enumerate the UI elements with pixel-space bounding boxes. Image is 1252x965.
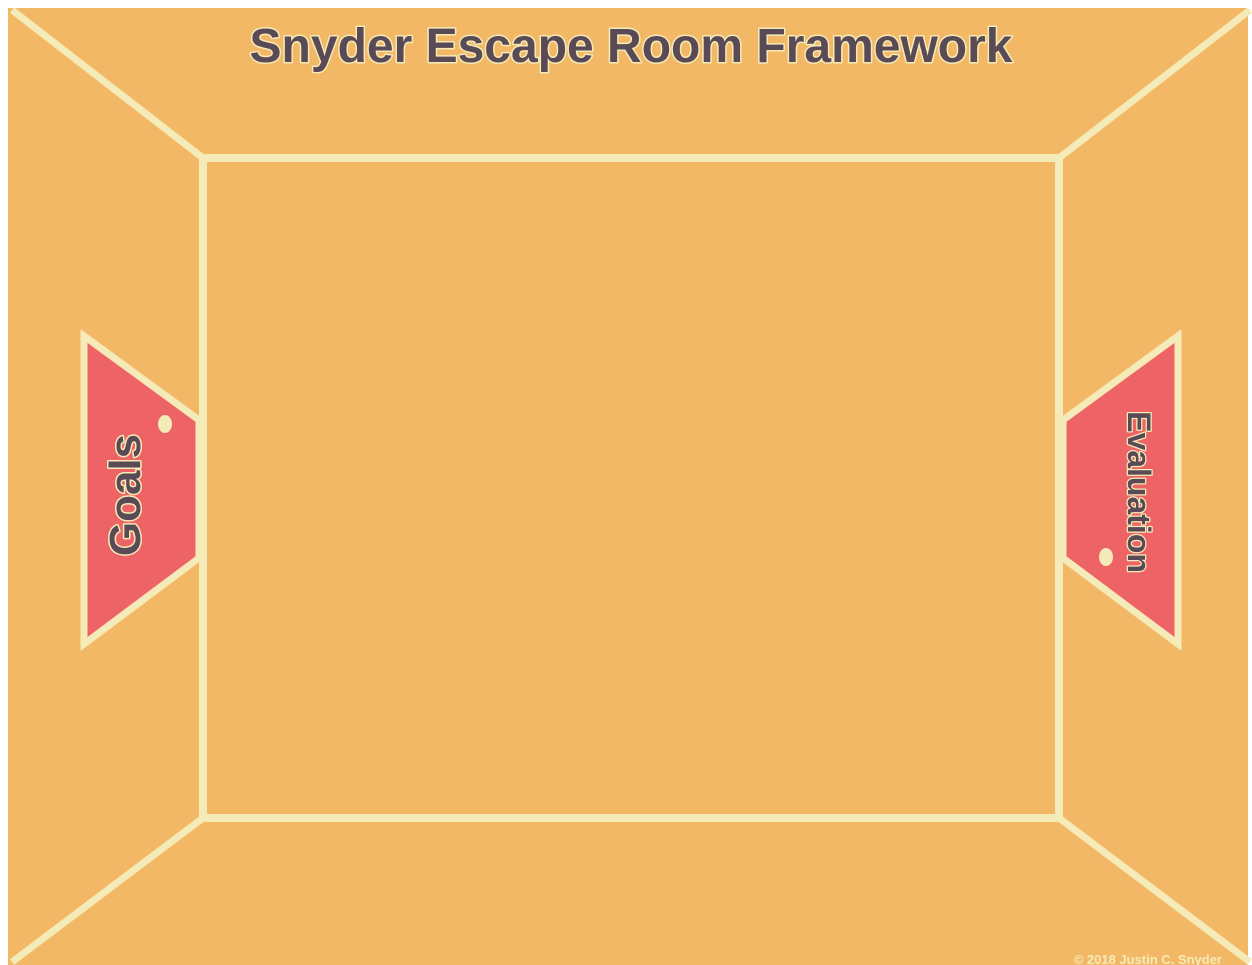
right-door-knob xyxy=(1099,548,1113,566)
diagram-title: Snyder Escape Room Framework xyxy=(250,20,1013,73)
copyright-notice: © 2018 Justin C. Snyder xyxy=(1074,952,1222,965)
left-door-knob xyxy=(158,415,172,433)
right-door-label: Evaluation xyxy=(1121,411,1157,573)
left-door-label: Goals xyxy=(101,434,150,556)
